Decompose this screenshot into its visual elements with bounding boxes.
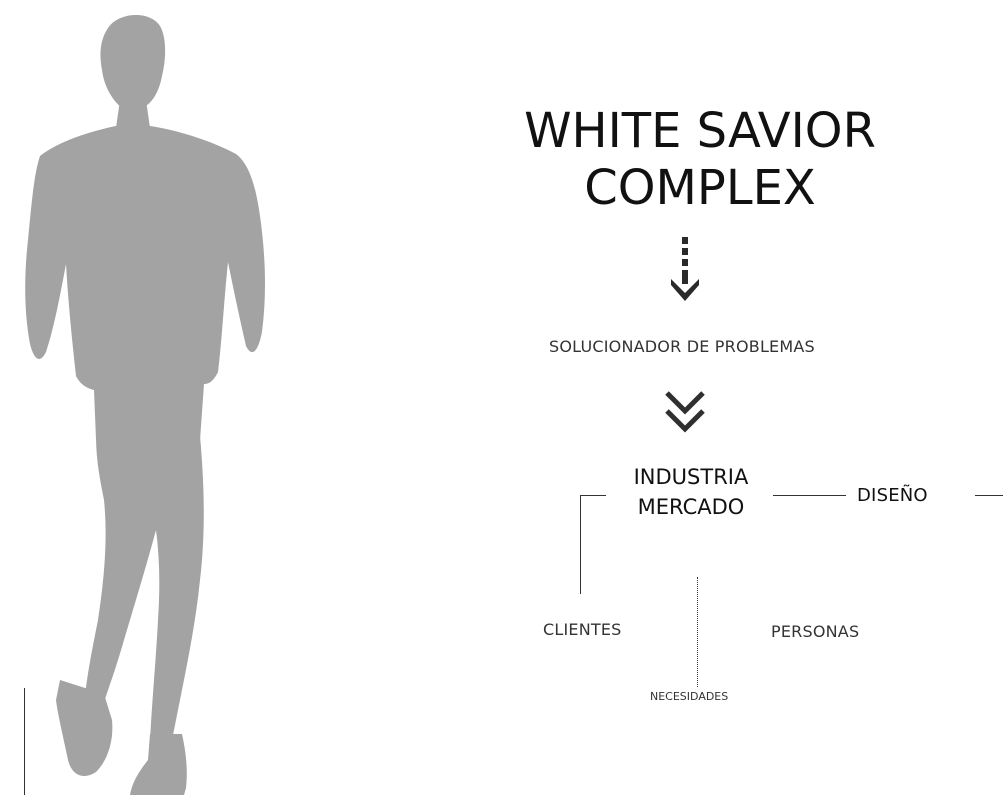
connector-necesidades: [697, 577, 698, 687]
node-solucionador: SOLUCIONADOR DE PROBLEMAS: [549, 337, 815, 356]
node-diseno: DISEÑO: [857, 485, 928, 506]
connector-clientes-horizontal: [580, 495, 606, 496]
node-personas: PERSONAS: [771, 622, 860, 641]
dotted-arrow-down-icon: [671, 237, 699, 301]
connector-clientes-vertical: [580, 495, 581, 594]
title-line-1: WHITE SAVIOR: [524, 103, 876, 159]
node-industria: INDUSTRIA: [633, 465, 749, 489]
node-mercado: MERCADO: [637, 495, 745, 519]
double-chevron-down-icon: [665, 391, 705, 433]
title-line-2: COMPLEX: [584, 160, 816, 216]
person-silhouette-icon: [25, 14, 265, 795]
connector-diseno-right: [975, 495, 1003, 496]
node-necesidades: NECESIDADES: [650, 690, 729, 703]
left-edge-line: [24, 688, 25, 795]
node-clientes: CLIENTES: [543, 620, 622, 639]
connector-diseno: [773, 495, 846, 496]
